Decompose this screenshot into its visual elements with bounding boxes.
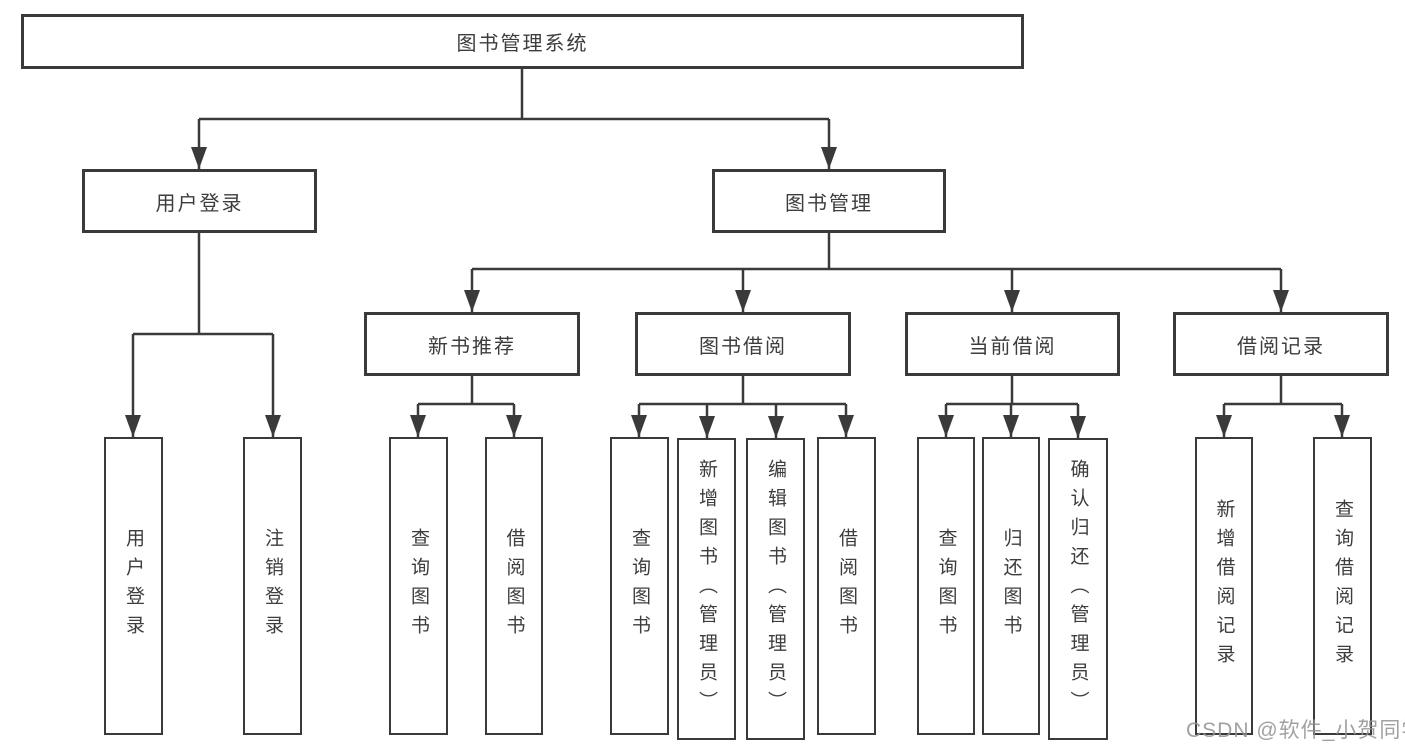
node-label: 用户登录 [123, 528, 144, 644]
node-label: 查询借阅记录 [1332, 499, 1353, 673]
node-query-borrow-record: 查询借阅记录 [1313, 437, 1372, 735]
node-label: 图书管理 [785, 192, 873, 215]
node-label: 查询图书 [408, 528, 429, 644]
node-recommend-borrow-books: 借阅图书 [485, 437, 543, 735]
recommend-bus [418, 376, 514, 406]
root-bus [199, 69, 829, 121]
node-label: 借阅图书 [836, 528, 857, 644]
node-new-book-recommendation: 新书推荐 [364, 312, 580, 376]
node-book-borrowing: 图书借阅 [635, 312, 851, 376]
node-user-login-leaf: 用户登录 [104, 437, 163, 735]
node-edit-books-admin: 编辑图书（管理员） [746, 438, 805, 740]
node-label: 当前借阅 [968, 335, 1057, 358]
node-logout-leaf: 注销登录 [243, 437, 302, 735]
node-add-books-admin: 新增图书（管理员） [677, 438, 736, 740]
node-label: 确认归还（管理员） [1067, 458, 1089, 720]
node-label: 编辑图书（管理员） [765, 458, 786, 720]
node-book-management: 图书管理 [712, 169, 946, 233]
node-borrowing-borrow-books: 借阅图书 [817, 437, 876, 735]
node-library-management-system: 图书管理系统 [21, 14, 1024, 69]
node-label: 查询图书 [935, 528, 957, 644]
records-bus [1224, 376, 1342, 406]
node-return-books: 归还图书 [982, 437, 1040, 735]
node-label: 查询图书 [629, 528, 650, 644]
node-current-borrowing: 当前借阅 [905, 312, 1120, 376]
node-label: 注销登录 [262, 528, 283, 644]
node-label: 新增图书（管理员） [696, 458, 717, 720]
node-current-query-books: 查询图书 [917, 437, 975, 735]
node-label: 新增借阅记录 [1213, 499, 1235, 673]
node-label: 图书管理系统 [456, 33, 589, 55]
login-bus [133, 233, 273, 336]
node-label: 用户登录 [155, 192, 244, 215]
node-recommend-query-books: 查询图书 [389, 437, 448, 735]
current-bus [946, 376, 1078, 406]
node-label: 归还图书 [1000, 528, 1022, 644]
node-user-login: 用户登录 [82, 169, 317, 233]
node-borrowing-records: 借阅记录 [1173, 312, 1389, 376]
node-label: 新书推荐 [428, 335, 516, 358]
manage-bus [472, 233, 1281, 271]
node-add-borrow-record: 新增借阅记录 [1195, 437, 1253, 735]
node-label: 借阅记录 [1237, 335, 1325, 358]
node-borrowing-query-books: 查询图书 [610, 437, 669, 735]
borrow-bus [639, 376, 846, 406]
node-label: 借阅图书 [503, 528, 525, 644]
node-label: 图书借阅 [699, 335, 787, 358]
node-confirm-return-admin: 确认归还（管理员） [1048, 438, 1108, 740]
csdn-watermark: CSDN @软件_小贺同学 [1186, 719, 1405, 742]
